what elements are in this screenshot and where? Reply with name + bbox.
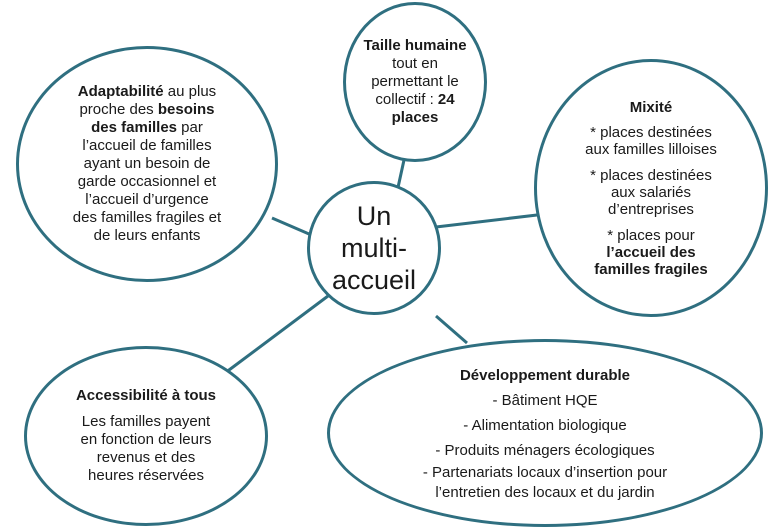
node-text: des familles fragiles et bbox=[72, 209, 222, 226]
node-title: Développement durable bbox=[459, 367, 631, 384]
capacity-number: 24 bbox=[437, 91, 455, 108]
node-title: Accessibilité à tous bbox=[75, 387, 217, 404]
node-text: ayant un besoin de bbox=[83, 155, 211, 172]
link-right bbox=[435, 213, 538, 229]
node-text: garde occasionnel et bbox=[77, 173, 217, 190]
node-adaptabilite: Adaptabilité au plus proche des besoins … bbox=[16, 46, 278, 282]
node-title: Taille humaine bbox=[363, 37, 467, 54]
node-text: * places destinées bbox=[590, 123, 712, 141]
node-text: l’accueil de familles bbox=[82, 137, 212, 154]
node-text: tout en bbox=[392, 55, 438, 72]
node-text: d’entreprises bbox=[608, 200, 694, 218]
node-developpement-durable: Développement durable - Bâtiment HQE - A… bbox=[327, 339, 763, 527]
node-text-part: proche des bbox=[79, 101, 158, 118]
node-text-bold: familles fragiles bbox=[594, 260, 708, 278]
node-text: de leurs enfants bbox=[93, 227, 201, 244]
node-text: aux salariés bbox=[610, 183, 692, 201]
node-text: * places pour bbox=[607, 226, 695, 244]
node-accessibilite: Accessibilité à tous Les familles payent… bbox=[24, 346, 268, 526]
node-text: Adaptabilité au plus bbox=[78, 83, 216, 101]
node-text: en fonction de leurs bbox=[80, 431, 212, 448]
node-text: permettant le bbox=[371, 73, 459, 90]
node-text-part: par bbox=[177, 119, 203, 136]
node-text: heures réservées bbox=[88, 467, 204, 484]
node-text: - Alimentation biologique bbox=[463, 417, 627, 434]
central-label-3: accueil bbox=[331, 265, 417, 295]
node-text: l’accueil d’urgence bbox=[85, 191, 209, 208]
node-taille-humaine: Taille humaine tout en permettant le col… bbox=[343, 2, 487, 162]
node-text: revenus et des bbox=[96, 449, 196, 466]
node-text: - Bâtiment HQE bbox=[492, 392, 598, 409]
node-text: l’entretien des locaux et du jardin bbox=[435, 484, 655, 501]
link-bottom-right bbox=[435, 314, 468, 345]
node-text: - Partenariats locaux d’insertion pour bbox=[422, 464, 668, 481]
node-text: collectif : 24 bbox=[375, 91, 454, 109]
node-text-part: au plus bbox=[163, 83, 217, 100]
node-title: Adaptabilité bbox=[77, 83, 164, 100]
node-text: Les familles payent bbox=[81, 413, 211, 430]
central-label-1: Un bbox=[356, 201, 392, 231]
node-text-part: collectif : bbox=[375, 91, 438, 108]
node-text: places bbox=[391, 109, 439, 126]
node-text: aux familles lilloises bbox=[585, 140, 717, 158]
node-text: - Produits ménagers écologiques bbox=[435, 442, 655, 459]
node-mixite: Mixité * places destinées aux familles l… bbox=[534, 59, 768, 317]
link-bottom-left bbox=[224, 294, 329, 375]
node-text: * places destinées bbox=[590, 166, 712, 184]
node-title: Mixité bbox=[629, 98, 673, 116]
node-text: proche des besoins bbox=[79, 101, 214, 119]
central-label-2: multi- bbox=[341, 233, 407, 263]
node-text-bold: besoins bbox=[157, 101, 215, 118]
node-text-bold: l’accueil des bbox=[606, 243, 696, 261]
node-text: des familles par bbox=[91, 119, 203, 137]
node-text-bold: des familles bbox=[91, 119, 178, 136]
central-node: Un multi- accueil bbox=[307, 181, 441, 315]
